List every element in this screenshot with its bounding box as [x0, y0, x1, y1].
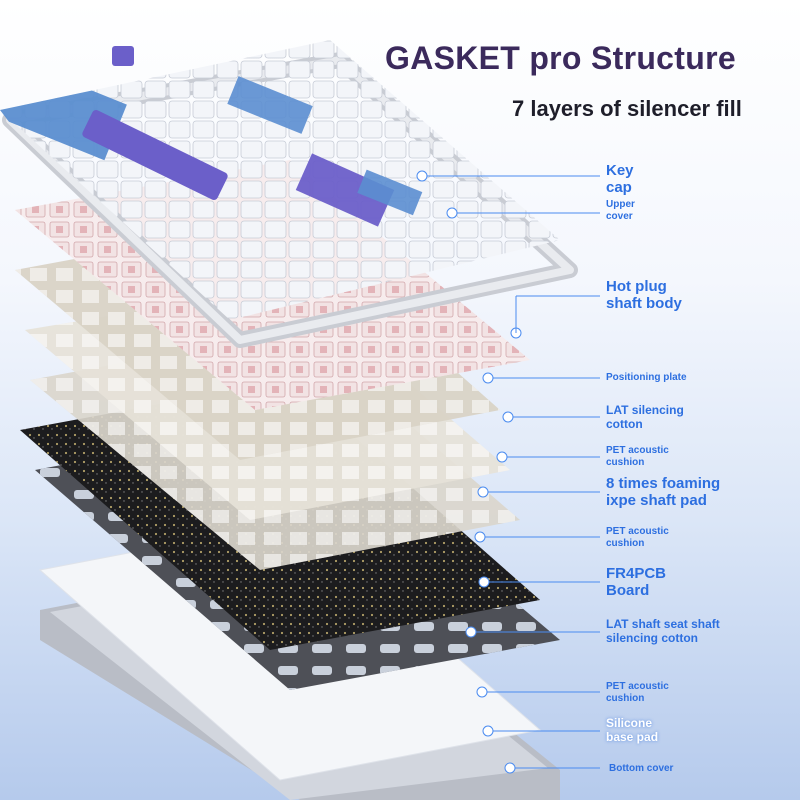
pet2-pointer: [474, 531, 486, 543]
leader-lines: [416, 170, 600, 774]
shaft-cotton-pointer: [465, 626, 477, 638]
bottom-pointer: [504, 762, 516, 774]
pet3-pointer: [476, 686, 488, 698]
pcb-pointer: [478, 576, 490, 588]
upper-cover-pointer: [446, 207, 458, 219]
lat-pointer: [502, 411, 514, 423]
ixpe-pointer: [477, 486, 489, 498]
callout-positioning-plate: Positioning plate: [606, 372, 687, 383]
keycap-layer: [0, 40, 560, 320]
page-subtitle: 7 layers of silencer fill: [512, 96, 742, 121]
silicone-pointer: [482, 725, 494, 737]
keycap-pointer: [416, 170, 428, 182]
plate-pointer: [482, 372, 494, 384]
callout-bottom-cover: Bottom cover: [609, 763, 674, 774]
pet1-pointer: [496, 451, 508, 463]
page-title: GASKET pro Structure: [385, 40, 736, 76]
